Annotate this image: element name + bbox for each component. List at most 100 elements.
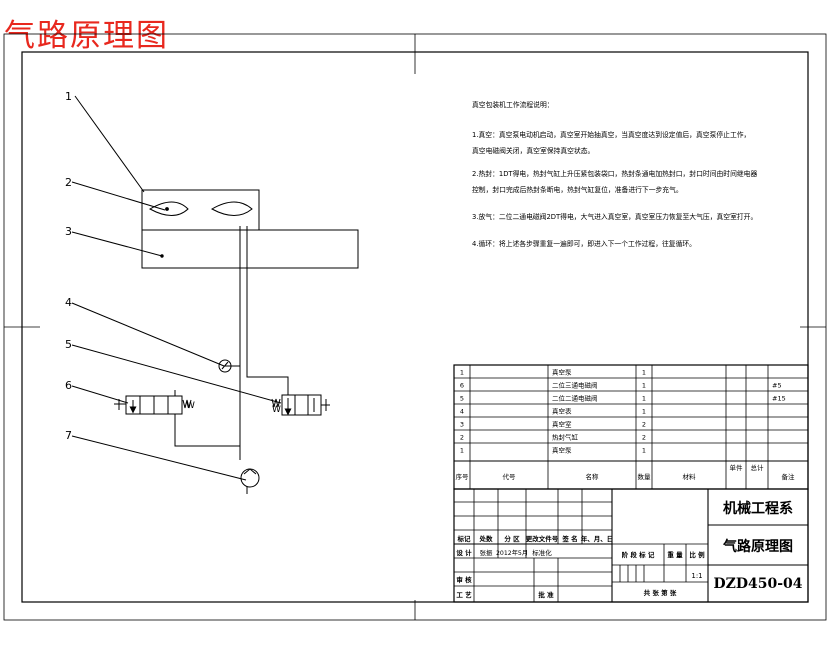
bom-cell-name: 真空泵 bbox=[552, 446, 572, 455]
note-3: 3.放气：二位二通电磁阀2DT得电，大气进入真空室，真空室压力恢复至大气压，真空… bbox=[472, 212, 757, 221]
bom-cell-seq: 1 bbox=[460, 369, 464, 377]
note-1-line-1: 1.真空：真空泵电动机启动，真空室开始抽真空，当真空度达到设定值后，真空泵停止工… bbox=[472, 130, 750, 139]
rev-col-count: 处数 bbox=[479, 534, 494, 543]
bom-cell-seq: 3 bbox=[460, 421, 464, 429]
department-name: 机械工程系 bbox=[723, 500, 793, 517]
callout-3: 3 bbox=[65, 225, 72, 238]
vacuum-gauge bbox=[218, 359, 232, 373]
heat-seal-chamber bbox=[141, 189, 260, 231]
heat-seal-lens-left bbox=[148, 201, 189, 216]
bom-cell-seq: 2 bbox=[460, 434, 464, 442]
rev-col-file: 更改文件号 bbox=[526, 534, 559, 543]
sheet-edge bbox=[3, 33, 827, 621]
bom-cell-remark: #15 bbox=[772, 395, 786, 403]
bom-cell-qty: 2 bbox=[642, 434, 646, 442]
bom-header-qty: 数量 bbox=[638, 472, 652, 481]
vacuum-chamber bbox=[141, 229, 359, 269]
bom-cell-qty: 1 bbox=[642, 447, 646, 455]
gauge-needle bbox=[221, 361, 229, 370]
bom-cell-name: 二位三通电磁阀 bbox=[552, 381, 598, 390]
bom-cell-remark: #5 bbox=[772, 382, 782, 390]
weight-label: 重 量 bbox=[667, 550, 683, 559]
designer-label: 设 计 bbox=[456, 548, 472, 557]
bom-table bbox=[453, 364, 809, 490]
leader-3 bbox=[71, 231, 163, 257]
scale-label: 比 例 bbox=[689, 550, 705, 559]
bom-header-remark: 备注 bbox=[782, 472, 796, 481]
title-block-text: 机械工程系 气路原理图 DZD450-04 1:1 标记 处数 分 区 更改文件… bbox=[456, 500, 802, 599]
bom-cell-name: 真空表 bbox=[552, 407, 572, 416]
bom-cell-seq: 4 bbox=[460, 408, 464, 416]
bom-header-code: 代号 bbox=[503, 472, 517, 481]
rev-col-date: 年、月、日 bbox=[581, 534, 614, 543]
pipe-valve6-to-main bbox=[174, 414, 240, 447]
bom-cell-qty: 1 bbox=[642, 395, 646, 403]
bom-cell-name: 二位二通电磁阀 bbox=[552, 394, 598, 403]
bom-cell-name: 真空室 bbox=[552, 420, 572, 429]
bom-cell-qty: 1 bbox=[642, 369, 646, 377]
scale-value: 1:1 bbox=[691, 572, 702, 580]
process-notes: 真空包装机工作流程说明： 1.真空：真空泵电动机启动，真空室开始抽真空，当真空度… bbox=[472, 100, 757, 248]
bom-header-unit-weight: 单件 bbox=[730, 463, 744, 472]
approve-label: 批 准 bbox=[538, 590, 554, 599]
designer-name: 张振 bbox=[480, 548, 494, 557]
bom-cell-qty: 1 bbox=[642, 382, 646, 390]
callout-1: 1 bbox=[65, 90, 72, 103]
leader-6 bbox=[71, 385, 129, 404]
callout-2: 2 bbox=[65, 176, 72, 189]
bom-header-total-weight: 总计 bbox=[751, 463, 765, 472]
bom-header-material: 材料 bbox=[683, 472, 697, 481]
valve5-w-label: W bbox=[272, 405, 281, 415]
pipe-main-right bbox=[246, 268, 289, 395]
rev-col-zone: 分 区 bbox=[504, 534, 520, 543]
bom-cell-name: 真空泵 bbox=[552, 368, 572, 377]
note-4: 4.循环：将上述各步骤重复一遍即可，即进入下一个工作过程，往复循环。 bbox=[472, 239, 696, 248]
drawing-number: DZD450-04 bbox=[713, 576, 802, 592]
review-label: 审 核 bbox=[456, 575, 472, 584]
callout-5: 5 bbox=[65, 338, 72, 351]
sheet-count: 共 张 第 张 bbox=[644, 588, 677, 597]
valve6-cell-b bbox=[139, 395, 155, 415]
bom-text: 1 真空泵 1 6 二位三通电磁阀 1 #5 5 二位二通电磁阀 1 #15 4 真空表 1 3 真空室 2 2 热… bbox=[456, 368, 796, 482]
valve6-spring-icon bbox=[182, 399, 192, 409]
drawing-border bbox=[3, 33, 827, 621]
valve6-cell-d bbox=[167, 395, 183, 415]
callout-7: 7 bbox=[65, 429, 72, 442]
valve5-spring-icon bbox=[271, 398, 281, 408]
valve6-cell-c bbox=[153, 395, 169, 415]
bom-header-seq: 序号 bbox=[456, 472, 470, 481]
process-label: 工 艺 bbox=[456, 590, 472, 599]
stage-mark-label: 阶 段 标 记 bbox=[622, 550, 655, 559]
title-block bbox=[453, 488, 809, 603]
note-1-line-2: 真空电磁阀关闭，真空室保持真空状态。 bbox=[472, 146, 594, 155]
leader-2 bbox=[71, 181, 166, 211]
callout-6: 6 bbox=[65, 379, 72, 392]
rev-col-sign: 签 名 bbox=[561, 534, 577, 543]
bom-cell-qty: 1 bbox=[642, 408, 646, 416]
bom-cell-seq: 1 bbox=[460, 447, 464, 455]
callout-4: 4 bbox=[65, 296, 72, 309]
vacuum-pump bbox=[240, 468, 260, 488]
bom-header-name: 名称 bbox=[586, 472, 600, 481]
leader-5 bbox=[71, 344, 282, 404]
bom-cell-name: 热封气缸 bbox=[552, 433, 579, 442]
title-block-frame bbox=[453, 488, 809, 603]
leader-4 bbox=[71, 302, 225, 367]
drawing-name: 气路原理图 bbox=[722, 538, 793, 555]
notes-heading: 真空包装机工作流程说明： bbox=[472, 100, 554, 109]
design-date: 2012年5月 bbox=[496, 549, 528, 557]
leader-7 bbox=[71, 435, 247, 481]
bom-cell-qty: 2 bbox=[642, 421, 646, 429]
valve5-cell-b bbox=[294, 394, 309, 416]
note-2-line-1: 2.热封：1DT得电，热封气缸上升压紧包装袋口，热封条通电加热封口，封口时间由时… bbox=[472, 169, 757, 178]
page-title: 气路原理图 bbox=[4, 18, 169, 54]
valve6-w-label: W bbox=[186, 401, 195, 411]
rev-col-mark: 标记 bbox=[457, 534, 472, 543]
heat-seal-lens-right bbox=[210, 201, 253, 216]
lens-dot bbox=[165, 207, 169, 211]
bom-cell-seq: 5 bbox=[460, 395, 464, 403]
leader-1 bbox=[74, 95, 145, 193]
bom-cell-seq: 6 bbox=[460, 382, 464, 390]
note-2-line-2: 控制，封口完成后热封条断电，热封气缸复位，准备进行下一步充气。 bbox=[472, 185, 683, 194]
